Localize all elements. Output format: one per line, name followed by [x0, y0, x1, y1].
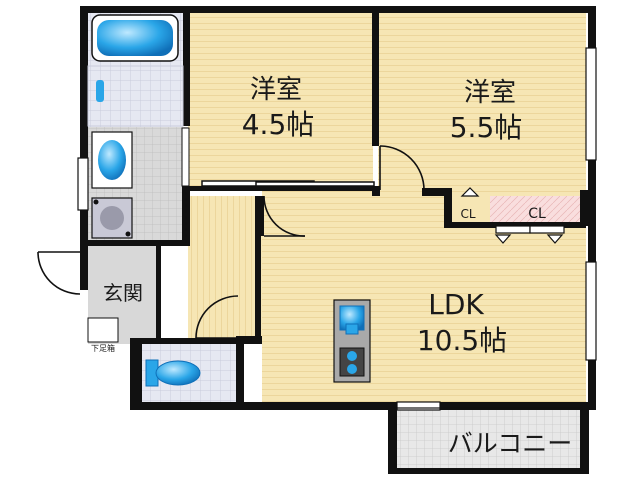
western-room-1-name: 洋室	[250, 75, 302, 105]
shoe-box-label: 下足箱	[91, 343, 115, 353]
western-room-1-size: 4.5帖	[242, 108, 315, 141]
balcony-rail	[394, 407, 583, 471]
bathtub-icon	[87, 14, 184, 127]
toilet-icon	[145, 359, 201, 387]
western-room-2-name: 洋室	[464, 78, 516, 108]
closet-1-label: CL	[460, 207, 475, 221]
walls	[80, 6, 596, 474]
washroom-shelf	[181, 127, 190, 187]
shoe-cabinet	[87, 317, 119, 343]
western-room-1-floor	[188, 12, 373, 190]
closet-2-label: CL	[528, 206, 546, 222]
hallway-floor	[188, 196, 262, 340]
balcony-floor	[395, 410, 581, 472]
ldk-size: 10.5帖	[417, 324, 507, 357]
balcony-label: バルコニー	[448, 429, 573, 458]
western-room-2-size: 5.5帖	[450, 111, 523, 144]
closet-2-floor	[490, 196, 580, 226]
ldk-name: LDK	[428, 288, 484, 321]
washbasin-icon	[91, 131, 133, 189]
washing-machine-icon	[91, 197, 133, 239]
entrance-label: 玄関	[103, 281, 143, 305]
closet-1-floor	[452, 196, 490, 226]
windows	[77, 47, 597, 411]
doors	[37, 145, 425, 339]
closet-doors	[460, 187, 565, 244]
kitchen-counter-icon	[333, 299, 371, 383]
sliding-door	[201, 180, 375, 187]
